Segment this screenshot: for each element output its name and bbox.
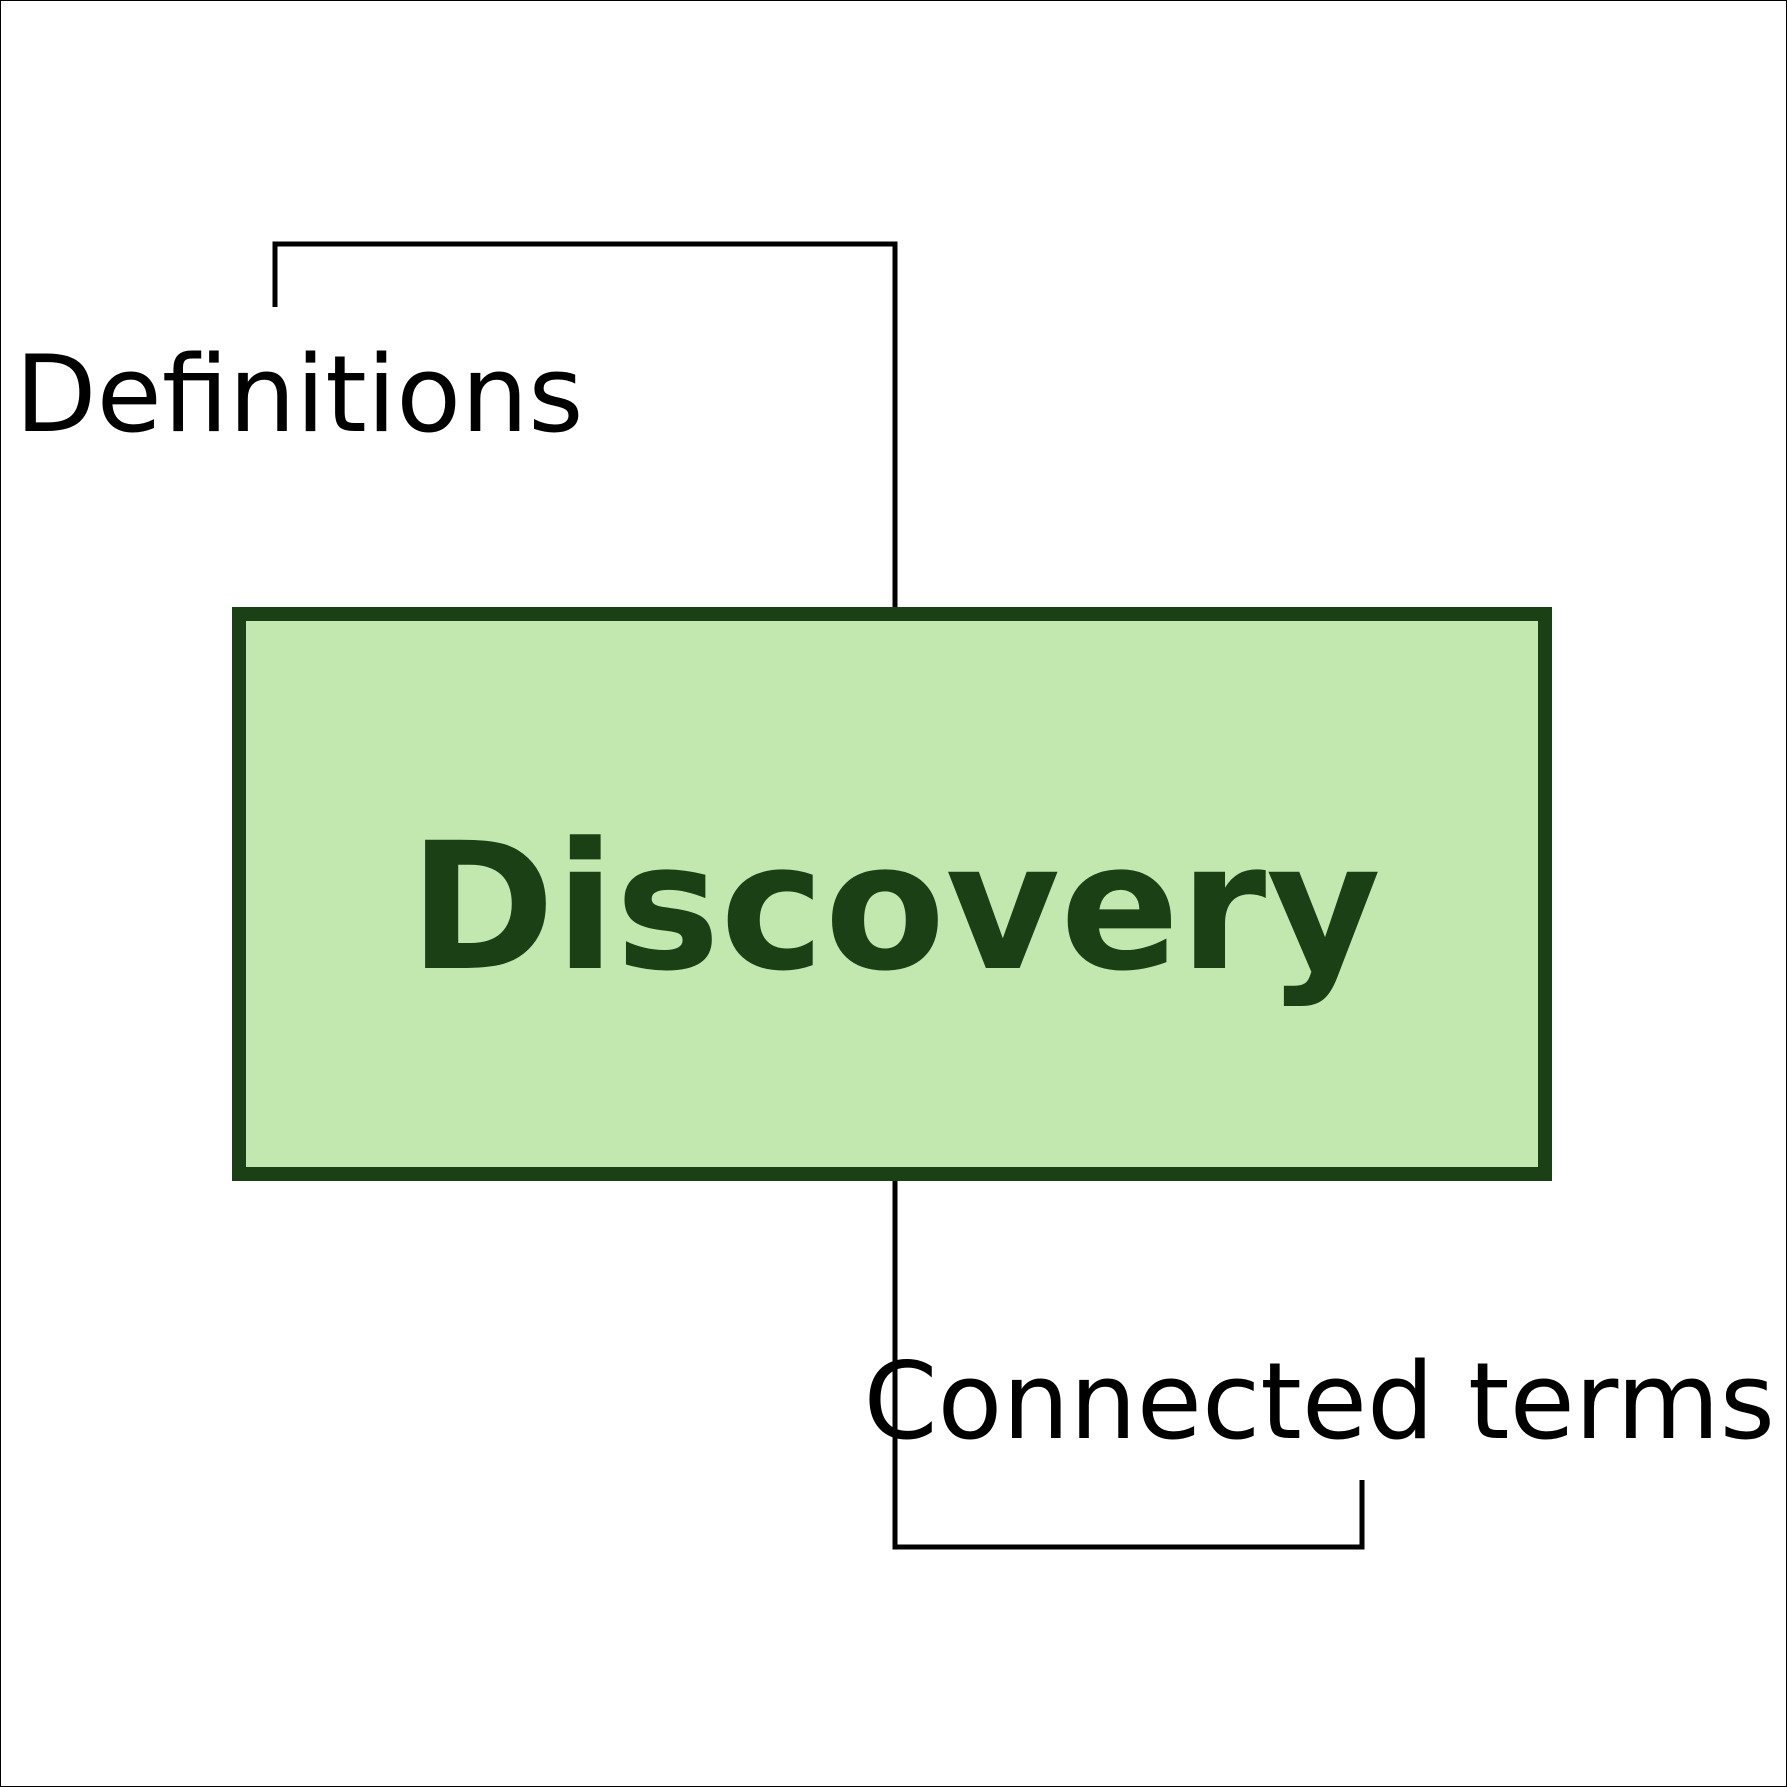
central-node-box[interactable] — [232, 607, 1552, 1181]
branch-label-connected-terms[interactable]: Connected terms — [864, 1340, 1775, 1463]
central-node-label: Discovery — [409, 805, 1381, 1010]
connector-definitions — [272, 241, 898, 614]
branch-label-definitions[interactable]: Definitions — [15, 333, 584, 456]
connector-connected-terms — [892, 1175, 1365, 1550]
